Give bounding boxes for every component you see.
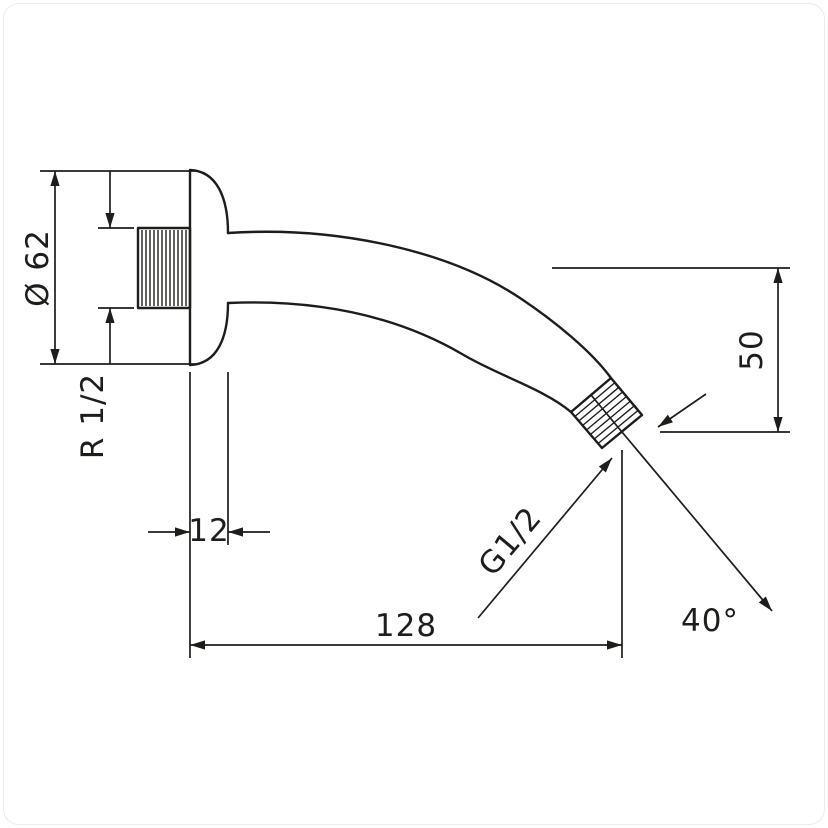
projection-length-label: 128 [375,608,437,644]
outlet-centerline [590,394,773,612]
flange-diameter-label: Ø 62 [20,229,56,307]
dim-drop-height: 50 [552,267,790,433]
outlet-thread-label: G1/2 [472,500,550,583]
outlet-angle-label: 40° [681,603,739,639]
dim-projection-length: 128 [190,450,623,658]
outlet-thread-leader: G1/2 [472,457,613,619]
wall-thread-nipple [136,226,192,310]
dim-flange-diameter: Ø 62 [20,170,196,365]
drop-height-label: 50 [734,329,770,370]
flange-depth-label: 12 [188,513,229,549]
wall-thread-label: R 1/2 [75,373,111,459]
wall-flange [188,168,230,367]
dim-wall-thread: R 1/2 [75,171,134,459]
wall-thread-hatch [141,230,187,306]
shower-arm-pipe [226,230,613,414]
dim-outlet-angle: 40° [681,603,739,639]
dim-flange-depth: 12 [148,372,270,658]
